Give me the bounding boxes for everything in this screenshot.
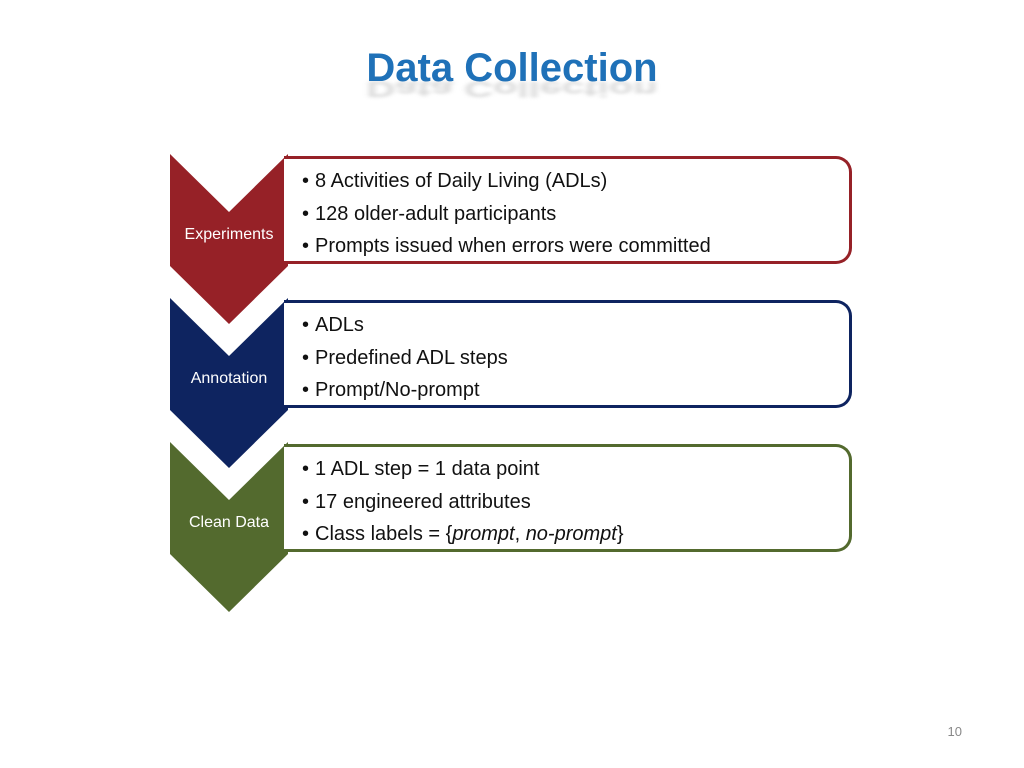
chevron-clean-data: Clean Data xyxy=(170,442,288,612)
list-item-text: 17 engineered attributes xyxy=(315,490,531,513)
step-box-clean-data: •1 ADL step = 1 data point •17 engineere… xyxy=(284,444,852,552)
list-item: •Class labels = {prompt, no-prompt} xyxy=(302,523,624,545)
chevron-label: Experiments xyxy=(184,226,274,243)
bullet-list: •8 Activities of Daily Living (ADLs) •12… xyxy=(284,159,849,263)
list-item: •Predefined ADL steps xyxy=(302,346,508,369)
list-item: •8 Activities of Daily Living (ADLs) xyxy=(302,170,608,192)
page-number: 10 xyxy=(947,724,962,739)
step-box-experiments: •8 Activities of Daily Living (ADLs) •12… xyxy=(284,156,852,264)
list-item: •17 engineered attributes xyxy=(302,490,531,513)
list-item-text: Prompt/No-prompt xyxy=(315,379,480,401)
list-item-text: 1 ADL step = 1 data point xyxy=(315,458,540,480)
chevron-annotation: Annotation xyxy=(170,298,288,468)
list-item: •1 ADL step = 1 data point xyxy=(302,458,540,480)
class-labels-text: Class labels = {prompt, no-prompt} xyxy=(315,523,624,545)
class-label-prompt: prompt xyxy=(452,523,515,545)
chevron-fill xyxy=(170,154,288,324)
class-labels-suffix: } xyxy=(616,523,624,545)
chevron-experiments: Experiments xyxy=(170,154,288,324)
list-item-text: Predefined ADL steps xyxy=(315,346,508,369)
list-item: •ADLs xyxy=(302,314,364,336)
chevron-label: Annotation xyxy=(190,370,268,387)
chevron-label: Clean Data xyxy=(188,514,270,531)
step-box-annotation: •ADLs •Predefined ADL steps •Prompt/No-p… xyxy=(284,300,852,408)
list-item-text: 128 older-adult participants xyxy=(315,202,557,225)
class-label-no-prompt: no-prompt xyxy=(525,523,617,545)
class-labels-separator: , xyxy=(514,523,526,545)
chevron-shape xyxy=(170,154,288,324)
list-item: •Prompts issued when errors were committ… xyxy=(302,235,711,257)
class-labels-prefix: Class labels = { xyxy=(315,523,453,545)
list-item-text: 8 Activities of Daily Living (ADLs) xyxy=(315,170,608,192)
list-item-text: Prompts issued when errors were committe… xyxy=(315,235,711,257)
chevron-fill xyxy=(170,442,288,612)
bullet-list: •ADLs •Predefined ADL steps •Prompt/No-p… xyxy=(284,303,849,407)
bullet-list: •1 ADL step = 1 data point •17 engineere… xyxy=(284,447,849,551)
list-item-text: ADLs xyxy=(315,314,364,336)
chevron-shape xyxy=(170,298,288,468)
page-title: Data Collection xyxy=(366,46,658,90)
list-item: •Prompt/No-prompt xyxy=(302,379,480,401)
list-item: •128 older-adult participants xyxy=(302,202,557,225)
chevron-fill xyxy=(170,298,288,468)
chevron-shape xyxy=(170,442,288,612)
